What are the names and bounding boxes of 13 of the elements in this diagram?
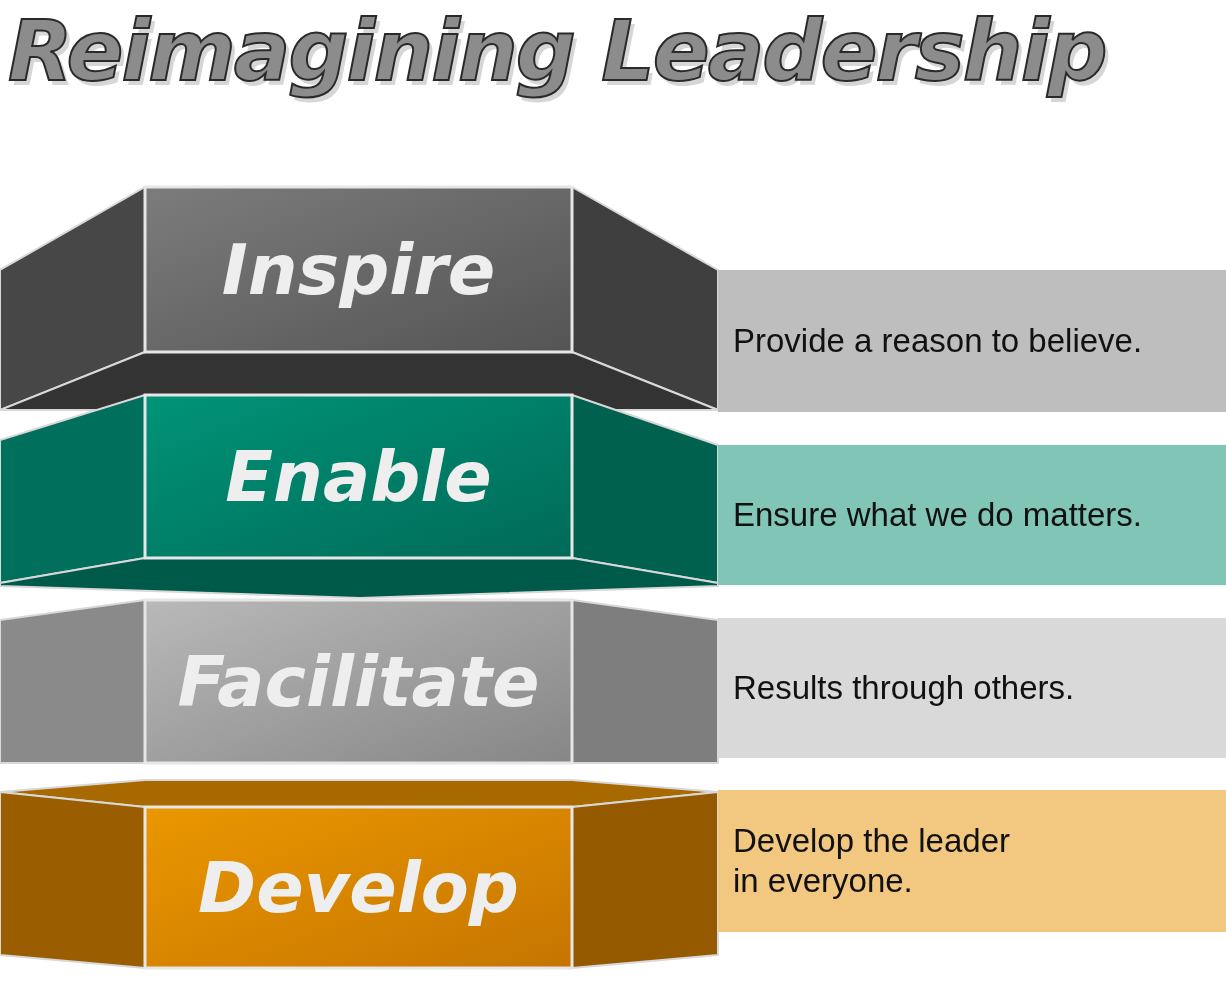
tier-label: Facilitate	[177, 640, 540, 723]
description-text: Develop the leader in everyone.	[733, 821, 1012, 901]
tier-label: Develop	[198, 846, 519, 929]
description-text: Provide a reason to believe.	[733, 321, 1144, 361]
tier-label: Inspire	[221, 228, 496, 311]
description-band	[718, 790, 1226, 932]
description-band	[718, 270, 1226, 412]
title: Reimagining Leadership	[8, 2, 1106, 100]
description-text: Results through others.	[733, 668, 1076, 708]
description-band	[718, 618, 1226, 758]
description-band	[718, 445, 1226, 585]
description-text: Ensure what we do matters.	[733, 495, 1144, 535]
tier-label: Enable	[225, 435, 492, 518]
